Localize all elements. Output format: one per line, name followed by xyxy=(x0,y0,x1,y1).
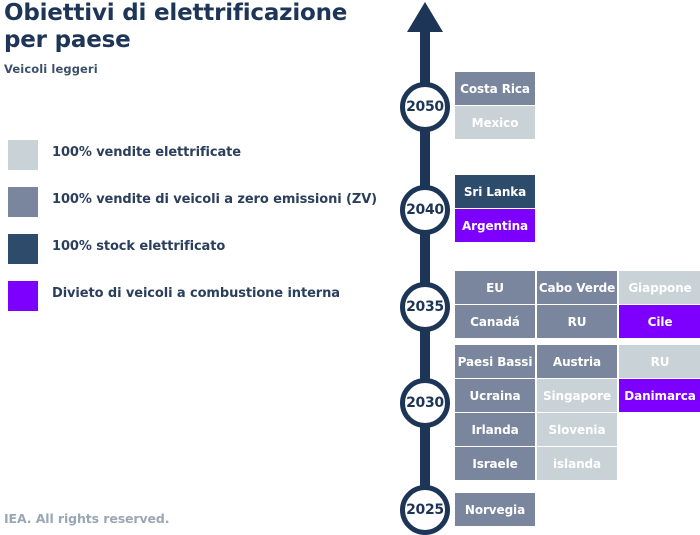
country-box-mexico[interactable]: Mexico xyxy=(455,106,535,139)
country-box-danimarca[interactable]: Danimarca xyxy=(619,379,700,412)
legend-item: 100% stock elettrificato xyxy=(8,234,408,281)
legend-item: 100% vendite di veicoli a zero emissioni… xyxy=(8,187,408,234)
timeline-node-2025[interactable]: 2025 xyxy=(400,485,450,535)
timeline-spine xyxy=(420,28,430,534)
country-box-ru-2030[interactable]: RU xyxy=(619,345,700,378)
legend-swatch-sales xyxy=(8,140,38,170)
copyright-note: IEA. All rights reserved. xyxy=(4,511,170,526)
country-box-costa-rica[interactable]: Costa Rica xyxy=(455,72,535,105)
country-box-slovenia[interactable]: Slovenia xyxy=(537,413,617,446)
country-box-cabo-verde[interactable]: Cabo Verde xyxy=(537,271,617,304)
timeline-node-2050[interactable]: 2050 xyxy=(400,82,450,132)
country-box-cile[interactable]: Cile xyxy=(619,305,700,338)
country-box-austria[interactable]: Austria xyxy=(537,345,617,378)
legend-swatch-ban xyxy=(8,281,38,311)
page-title-line1: Obiettivi di elettrificazione xyxy=(4,0,348,26)
timeline-arrow-icon xyxy=(407,2,443,32)
country-box-singapore[interactable]: Singapore xyxy=(537,379,617,412)
page-subtitle: Veicoli leggeri xyxy=(4,62,98,76)
country-box-canada[interactable]: Canadá xyxy=(455,305,535,338)
country-box-argentina[interactable]: Argentina xyxy=(455,209,535,242)
country-box-norvegia[interactable]: Norvegia xyxy=(455,493,535,526)
legend-swatch-zev xyxy=(8,187,38,217)
country-box-ucraina[interactable]: Ucraina xyxy=(455,379,535,412)
country-box-paesi-bassi[interactable]: Paesi Bassi xyxy=(455,345,535,378)
legend-label-ban: Divieto di veicoli a combustione interna xyxy=(52,286,340,301)
country-box-sri-lanka[interactable]: Sri Lanka xyxy=(455,175,535,208)
country-box-israele[interactable]: Israele xyxy=(455,447,535,480)
legend: 100% vendite elettrificate 100% vendite … xyxy=(8,140,408,328)
country-box-islanda[interactable]: islanda xyxy=(537,447,617,480)
legend-label-sales: 100% vendite elettrificate xyxy=(52,145,241,160)
country-box-irlanda[interactable]: Irlanda xyxy=(455,413,535,446)
page-title-line2: per paese xyxy=(4,27,131,53)
page-title: Obiettivi di elettrificazione per paese xyxy=(4,0,384,54)
legend-swatch-stock xyxy=(8,234,38,264)
country-box-eu[interactable]: EU xyxy=(455,271,535,304)
legend-item: Divieto di veicoli a combustione interna xyxy=(8,281,408,328)
legend-item: 100% vendite elettrificate xyxy=(8,140,408,187)
country-box-ru-2035[interactable]: RU xyxy=(537,305,617,338)
timeline-node-2035[interactable]: 2035 xyxy=(400,282,450,332)
legend-label-stock: 100% stock elettrificato xyxy=(52,239,226,254)
timeline-node-2040[interactable]: 2040 xyxy=(400,185,450,235)
country-box-giappone[interactable]: Giappone xyxy=(619,271,700,304)
timeline-node-2030[interactable]: 2030 xyxy=(400,378,450,428)
legend-label-zev: 100% vendite di veicoli a zero emissioni… xyxy=(52,192,378,207)
